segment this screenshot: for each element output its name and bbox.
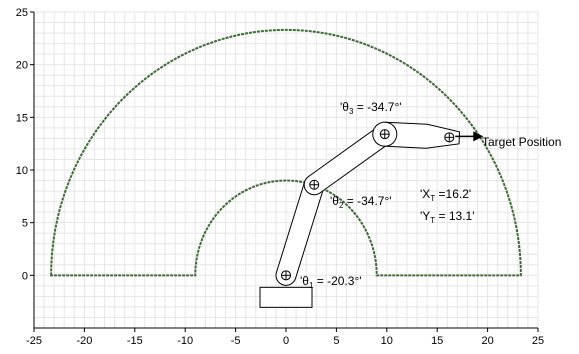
x-tick-label: 10 xyxy=(381,335,393,347)
y-tick-label: 10 xyxy=(16,165,28,177)
theta1-label: 'θ1 = -20.3°' xyxy=(300,274,362,290)
annotations: 'θ3 = -34.7°' 'θ2 = -34.7°' 'θ1 = -20.3°… xyxy=(300,100,561,290)
y-tick-label: 0 xyxy=(22,270,28,282)
theta2-label: 'θ2 = -34.7°' xyxy=(330,194,392,210)
robot-arm xyxy=(259,121,484,308)
base-pedestal xyxy=(259,286,313,308)
y-tick-label: 25 xyxy=(16,7,28,19)
x-tick-label: -15 xyxy=(127,335,143,347)
workspace-boundary xyxy=(50,28,522,277)
workspace-path xyxy=(50,28,522,277)
joint-1 xyxy=(281,270,291,281)
x-tick-label: 20 xyxy=(481,335,493,347)
target-position-label: Target Position xyxy=(482,135,561,149)
y-tick-label: 20 xyxy=(16,60,28,72)
x-tick-label: 15 xyxy=(431,335,443,347)
x-tick-label: -5 xyxy=(231,335,241,347)
joint-3 xyxy=(379,129,390,140)
theta3-label: 'θ3 = -34.7°' xyxy=(340,100,402,116)
x-tick-label: -20 xyxy=(76,335,92,347)
axes: -25 -20 -15 -10 -5 0 5 10 15 20 25 0 5 10 15 20 25 xyxy=(16,7,544,347)
x-tick-label: -25 xyxy=(26,335,42,347)
x-tick-label: -10 xyxy=(177,335,193,347)
joint-2 xyxy=(309,179,320,190)
target-arrow-head xyxy=(473,131,484,142)
y-tick-label: 5 xyxy=(22,218,28,230)
x-tick-label: 25 xyxy=(532,335,544,347)
x-tick-label: 0 xyxy=(283,335,289,347)
y-tick-label: 15 xyxy=(16,112,28,124)
yt-label: 'YT = 13.1' xyxy=(420,209,475,225)
x-tick-label: 5 xyxy=(333,335,339,347)
joint-4 xyxy=(444,132,455,143)
xt-label: 'XT =16.2' xyxy=(420,187,471,203)
